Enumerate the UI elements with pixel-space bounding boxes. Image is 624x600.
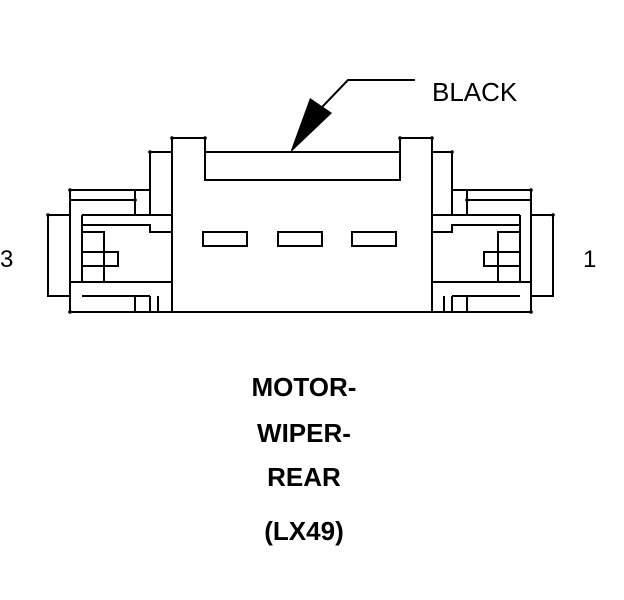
pin-number-left: 3 bbox=[0, 246, 14, 273]
right-step-top bbox=[531, 215, 554, 297]
left-step-top bbox=[47, 215, 70, 297]
component-title-line3: REAR bbox=[267, 462, 341, 492]
pin-number-right: 1 bbox=[583, 246, 597, 273]
cavity-slot bbox=[277, 231, 323, 247]
connector-outline bbox=[47, 137, 554, 313]
connector-code: (LX49) bbox=[264, 516, 344, 546]
component-title-line2: WIPER- bbox=[257, 418, 351, 448]
cavity-slot bbox=[202, 231, 248, 247]
corner-nodes bbox=[46, 136, 555, 314]
wire-color-label: BLACK bbox=[432, 77, 518, 107]
connector-latch bbox=[204, 151, 401, 181]
component-title-line1: MOTOR- bbox=[251, 372, 357, 402]
leader-arrowhead bbox=[290, 98, 332, 153]
cavity-slot bbox=[351, 231, 397, 247]
right-pin-pocket bbox=[497, 231, 521, 283]
left-pin-pocket bbox=[81, 231, 105, 283]
color-leader bbox=[290, 79, 415, 153]
